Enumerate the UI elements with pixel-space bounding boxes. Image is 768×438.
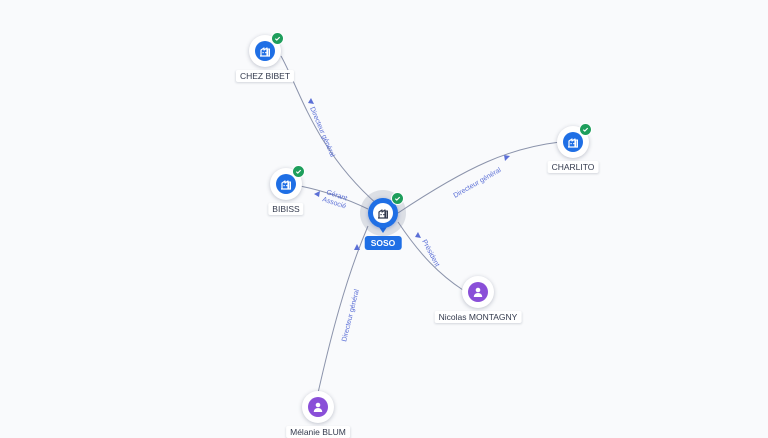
node-circle (557, 123, 592, 158)
node-label: CHARLITO (547, 161, 599, 173)
node-label: Mélanie BLUM (286, 426, 350, 438)
verified-check-icon (579, 123, 592, 136)
building-icon (276, 174, 296, 194)
person-icon (308, 397, 328, 417)
edge-arrow-melanie-blum (354, 244, 360, 250)
edge-arrow-bibiss (314, 191, 320, 197)
center-pin (368, 192, 404, 228)
verified-check-icon (271, 32, 284, 45)
edge-label-charlito: Directeur général (453, 167, 503, 200)
edge-arrow-chez-bibet (308, 98, 314, 104)
node-circle (302, 391, 334, 423)
person-icon (468, 282, 488, 302)
pin-tip (377, 224, 389, 233)
edge-label-chez-bibet: Directeur général (308, 106, 336, 159)
node-circle (462, 276, 494, 308)
node-circle (249, 32, 284, 67)
edge-nicolas-montagny (397, 221, 464, 291)
verified-check-icon (391, 192, 404, 205)
building-icon (255, 41, 275, 61)
edge-arrow-nicolas-montagny (415, 232, 421, 238)
edge-label-nicolas-montagny: Président (420, 239, 440, 268)
node-label: Nicolas MONTAGNY (434, 311, 522, 323)
edge-melanie-blum (317, 225, 369, 394)
edge-arrow-charlito (504, 155, 510, 161)
node-circle (270, 165, 305, 200)
edge-label-melanie-blum: Directeur général (341, 288, 361, 342)
building-icon (373, 203, 393, 223)
verified-check-icon (292, 165, 305, 178)
node-label: BIBISS (268, 203, 304, 215)
center-label: SOSO (364, 236, 402, 250)
node-label: CHEZ BIBET (235, 70, 295, 82)
edge-bibiss (299, 185, 369, 210)
edge-chez-bibet (280, 55, 379, 206)
building-icon (563, 132, 583, 152)
edge-charlito (397, 141, 561, 214)
